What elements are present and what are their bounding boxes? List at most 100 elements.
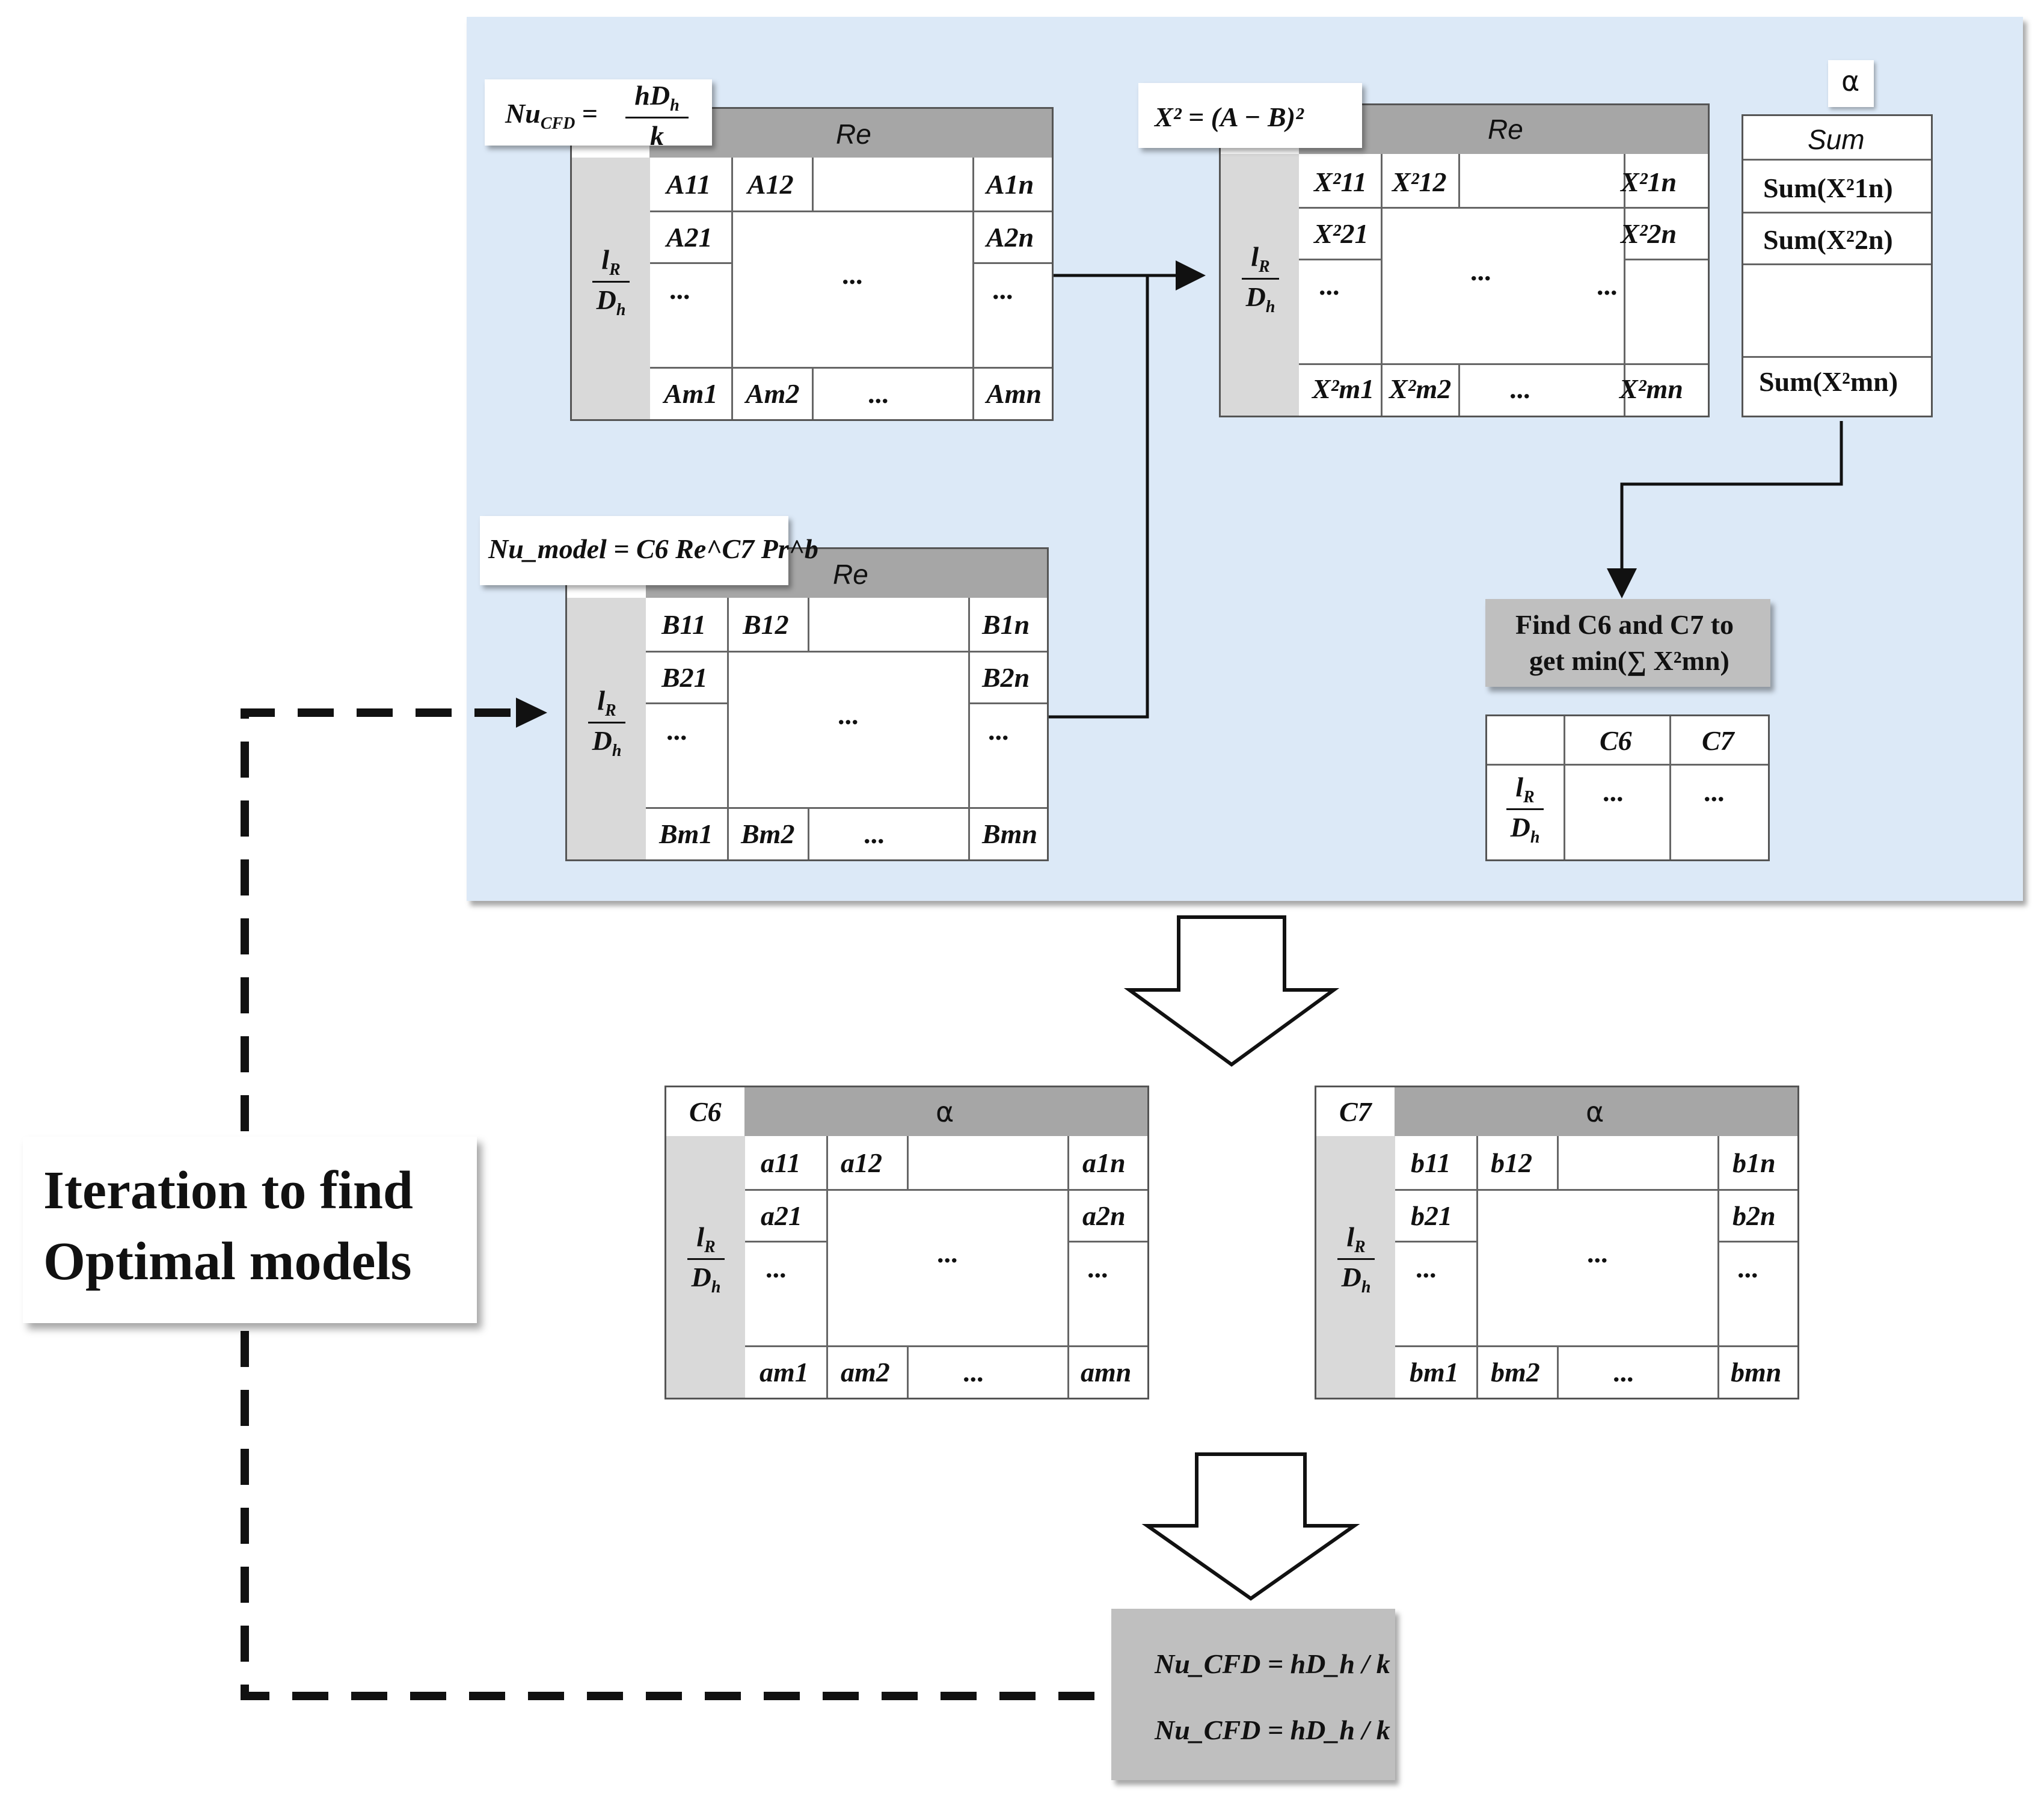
table-b-cell: Bm1 xyxy=(659,819,713,849)
grid-line xyxy=(812,158,814,210)
grid-line xyxy=(1299,363,1708,365)
grid-line xyxy=(1624,259,1708,260)
table-x xyxy=(1219,103,1710,417)
table-x-cell: X²mn xyxy=(1619,373,1683,404)
c7-table-cell: b11 xyxy=(1411,1147,1451,1178)
grid-line xyxy=(1299,259,1381,260)
table-a-cell: A2n xyxy=(986,222,1034,253)
grid-line xyxy=(1717,1136,1719,1398)
c-table-col1: C6 xyxy=(1600,725,1632,756)
table-a-cell: A21 xyxy=(666,222,713,253)
grid-line xyxy=(1067,1136,1069,1398)
table-a-cell: ... xyxy=(868,378,889,409)
grid-line xyxy=(1557,1136,1559,1189)
c6-table-cell: a1n xyxy=(1082,1147,1126,1178)
grid-line xyxy=(1458,363,1460,416)
c-table-v1: ... xyxy=(1603,776,1624,807)
grid-line xyxy=(1395,1189,1797,1191)
table-b-cell: ... xyxy=(666,715,687,746)
nu-model-formula: Nu_model = C6 Re^C7 Pr^b xyxy=(488,533,818,564)
grid-line xyxy=(1717,1241,1797,1243)
table-a-row-header xyxy=(572,158,650,419)
iteration-label-line1: Iteration to find xyxy=(43,1161,413,1220)
c7-table-cell: ... xyxy=(1613,1357,1634,1387)
table-x-cell: ... xyxy=(1470,256,1491,286)
sum-column-table xyxy=(1742,114,1933,417)
c6-table-cell: ... xyxy=(766,1253,787,1283)
table-x-row-header xyxy=(1221,154,1299,416)
grid-line xyxy=(968,702,1047,704)
table-x-cell: X²12 xyxy=(1392,167,1447,197)
grid-line xyxy=(808,598,809,651)
alpha-label: α xyxy=(1841,65,1860,97)
table-a-cell: Am1 xyxy=(664,378,718,409)
c-table-col2: C7 xyxy=(1702,725,1734,756)
c6-table-cell: ... xyxy=(963,1357,984,1387)
grid-line xyxy=(1743,212,1931,213)
grid-line xyxy=(808,807,809,859)
grid-line xyxy=(972,158,974,419)
table-x-cell: X²11 xyxy=(1314,167,1367,197)
grid-line xyxy=(1557,1345,1559,1398)
table-b-cell: ... xyxy=(864,819,885,849)
c-result-table xyxy=(1485,714,1770,861)
c6-table-cell: am1 xyxy=(760,1357,809,1387)
c7-table-cell: ... xyxy=(1416,1253,1437,1283)
table-a-cell: Amn xyxy=(986,378,1042,409)
c6-table-cell: amn xyxy=(1081,1357,1132,1387)
table-b-re-label: Re xyxy=(833,559,868,590)
final-models-box xyxy=(1111,1609,1395,1780)
grid-line xyxy=(1476,1136,1478,1398)
table-b-row-header xyxy=(567,598,646,859)
table-a-header xyxy=(649,109,1052,158)
grid-line xyxy=(646,807,1047,809)
sum-header: Sum xyxy=(1808,124,1865,155)
grid-line xyxy=(1624,154,1625,416)
c6-table-cell: a11 xyxy=(761,1147,801,1178)
c6-table-cell: a2n xyxy=(1082,1200,1126,1231)
alpha-label-box xyxy=(1828,60,1874,107)
c6-table-cell: a21 xyxy=(761,1200,802,1231)
grid-line xyxy=(968,598,970,859)
table-x-cell: X²1n xyxy=(1621,167,1677,197)
grid-line xyxy=(650,262,731,264)
iteration-label-box xyxy=(23,1137,477,1323)
table-x-header xyxy=(1299,105,1708,154)
chi-square-formula: X² = (A − B)² xyxy=(1155,102,1304,132)
table-b-cell: Bmn xyxy=(982,819,1038,849)
table-b-cell: B1n xyxy=(982,609,1030,640)
c7-table-cell: b12 xyxy=(1491,1147,1532,1178)
c7-table-cell: ... xyxy=(1587,1238,1608,1268)
c7-table-header xyxy=(1395,1087,1797,1136)
table-b-cell: B12 xyxy=(743,609,789,640)
grid-line xyxy=(650,367,1052,369)
grid-line xyxy=(1395,1345,1797,1347)
grid-line xyxy=(1564,716,1565,859)
table-x-cell: ... xyxy=(1319,270,1340,301)
grid-line xyxy=(826,1136,828,1398)
c6-table-alpha: α xyxy=(936,1096,954,1128)
find-min-line2: get min(∑ X²mn) xyxy=(1529,645,1729,676)
table-a-cell: Am2 xyxy=(746,378,800,409)
table-x-re-label: Re xyxy=(1488,114,1523,145)
grid-line xyxy=(745,1241,826,1243)
table-b-cell: ... xyxy=(988,715,1009,746)
table-x-cell: X²m2 xyxy=(1389,373,1452,404)
table-a-cell: A1n xyxy=(986,169,1034,200)
c-table-v2: ... xyxy=(1704,776,1725,807)
table-a-cell: ... xyxy=(842,259,863,290)
table-a-cell: ... xyxy=(669,274,690,305)
table-x-cell: X²21 xyxy=(1314,218,1369,249)
chi-square-formula-box xyxy=(1138,83,1362,148)
arrow-sum-to-find xyxy=(1607,421,1843,598)
dashed-iteration-loop xyxy=(241,708,1094,1700)
nu-model-formula-box xyxy=(480,516,788,585)
table-a-cell: A11 xyxy=(666,169,711,200)
